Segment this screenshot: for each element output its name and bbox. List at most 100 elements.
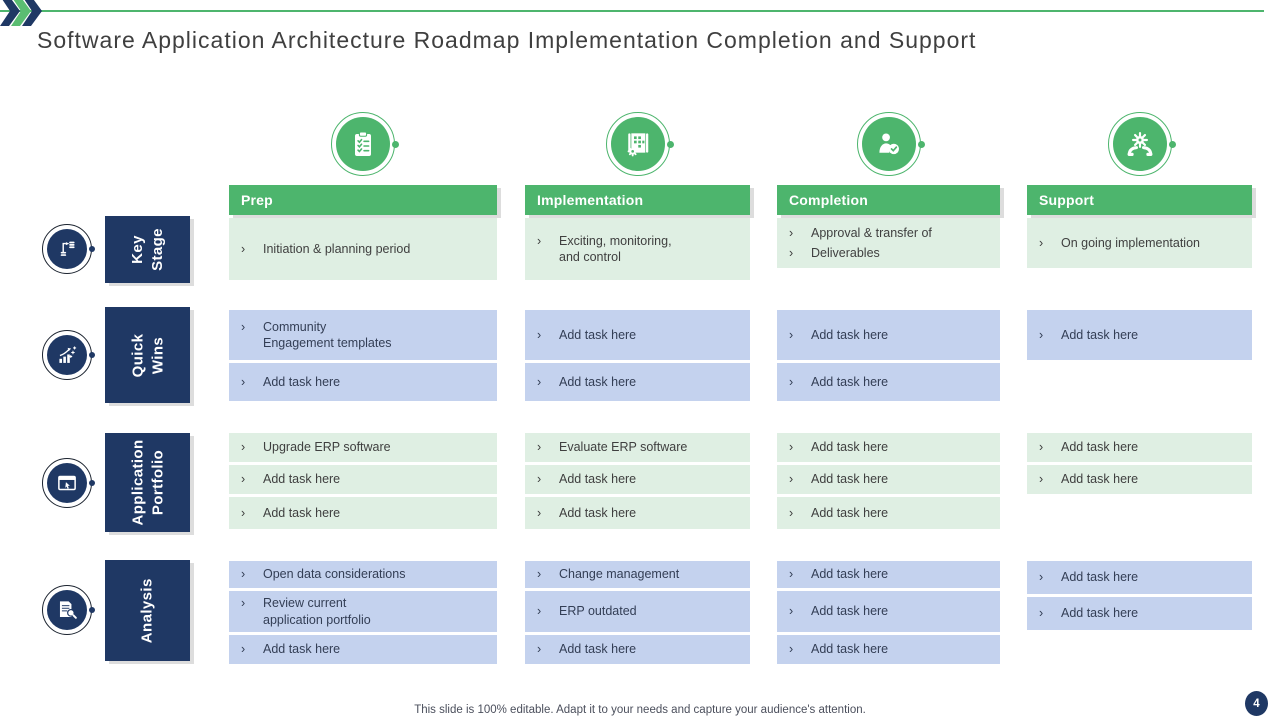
task-text: Add task here [811, 604, 889, 619]
task-text: Add task here [1061, 327, 1139, 342]
page-number-badge: 4 [1245, 691, 1268, 716]
task-text: Open data considerations [263, 567, 406, 582]
task-bullet: ›Exciting, monitoring, and control [537, 233, 742, 266]
task-bullet: ›Add task here [789, 471, 992, 488]
column-header-support: Support [1027, 185, 1252, 215]
task-bullet: ›Add task here [1039, 605, 1244, 622]
task-cell-quick-wins-support-1: › Add task here [1027, 310, 1252, 360]
task-bullet: › Add task here [241, 471, 489, 488]
row-icon-application-portfolio [42, 458, 95, 508]
task-text: Add task here [1061, 472, 1139, 487]
task-bullet: ›Add task here [537, 327, 742, 344]
task-text: Add task here [559, 642, 637, 657]
task-cell-application-portfolio-support-1: › Add task here [1027, 433, 1252, 462]
task-text: Add task here [263, 374, 341, 389]
task-text: ERP outdated [559, 604, 637, 619]
chevron-bullet-icon: › [537, 505, 542, 520]
row-icon-dot [89, 246, 95, 252]
column-icon-dot [917, 140, 925, 148]
row-label-text: Quick Wins [129, 333, 166, 377]
row-icon-dot [89, 352, 95, 358]
task-cell-key-stage-prep-1: ›Initiation & planning period [229, 218, 497, 280]
task-cell-quick-wins-completion-1: › Add task here [777, 310, 1000, 360]
chevron-bullet-icon: › [241, 241, 246, 256]
task-cell-analysis-prep-3: ›Add task here [229, 635, 497, 664]
blueprint-gear-icon [610, 117, 665, 171]
task-bullet: › Add task here [241, 374, 489, 391]
chevron-bullet-icon: › [1039, 440, 1044, 455]
task-cell-analysis-implementation-3: ›Add task here [525, 635, 750, 664]
task-text: Add task here [811, 327, 889, 342]
row-label-application-portfolio: Application Portfolio [105, 433, 190, 532]
task-text: Deliverables [811, 245, 880, 260]
chevron-bullet-icon: › [789, 567, 794, 582]
task-cell-analysis-completion-3: ›Add task here [777, 635, 1000, 664]
column-header-label: Support [1039, 192, 1095, 208]
task-cell-analysis-support-1: ›Add task here [1027, 561, 1252, 594]
task-bullet: › Add task here [537, 471, 742, 488]
row-label-text: Key Stage [128, 228, 166, 271]
task-bullet: › Add task here [789, 603, 992, 620]
task-bullet: › Add task here [241, 505, 489, 522]
task-text: Add task here [1061, 440, 1139, 455]
column-header-label: Implementation [537, 192, 644, 208]
task-bullet: ›Evaluate ERP software [537, 439, 742, 456]
chevron-bullet-icon: › [789, 604, 794, 619]
chevron-bullet-icon: › [241, 505, 246, 520]
column-header-label: Prep [241, 192, 273, 208]
column-icon-completion [856, 112, 925, 176]
task-text: Add task here [263, 505, 341, 520]
chevron-bullet-icon: › [789, 374, 794, 389]
chevron-bullet-icon: › [537, 374, 542, 389]
task-text: Add task here [811, 505, 889, 520]
task-bullet: › Add task here [1039, 471, 1244, 488]
task-bullet: › Add task here [1039, 439, 1244, 456]
chevron-bullet-icon: › [789, 472, 794, 487]
task-text: Review current application portfolio [263, 596, 371, 627]
task-cell-analysis-support-2: ›Add task here [1027, 597, 1252, 630]
chevron-bullet-icon: › [789, 505, 794, 520]
chevron-bullet-icon: › [1039, 472, 1044, 487]
task-bullet: › Add task here [789, 327, 992, 344]
task-text: Add task here [1061, 570, 1139, 585]
page-title: Software Application Architecture Roadma… [37, 27, 977, 53]
person-check-icon [861, 117, 916, 171]
chevron-bullet-icon: › [537, 567, 542, 582]
top-accent-line [0, 10, 1264, 12]
task-text: Evaluate ERP software [559, 440, 688, 455]
column-icon-dot [666, 140, 674, 148]
chevron-bullet-icon: › [789, 226, 794, 240]
task-text: Add task here [263, 472, 341, 487]
task-text: Add task here [811, 567, 889, 582]
column-icon-dot [392, 140, 399, 148]
chevron-bullet-icon: › [241, 596, 246, 610]
column-icon-implementation [605, 112, 674, 176]
chevron-bullet-icon: › [241, 472, 246, 487]
task-bullet: ›Upgrade ERP software [241, 439, 489, 456]
chevron-bullet-icon: › [1039, 327, 1044, 342]
clipboard-icon [336, 117, 390, 171]
row-label-quick-wins: Quick Wins [105, 307, 190, 403]
task-cell-analysis-completion-2: › Add task here [777, 591, 1000, 632]
chevron-bullet-icon: › [241, 374, 246, 389]
document-search-icon [47, 590, 87, 630]
row-label-analysis: Analysis [105, 560, 190, 661]
chevron-bullet-icon: › [789, 327, 794, 342]
row-icon-dot [89, 480, 95, 486]
row-icon-key-stage [42, 224, 95, 274]
task-text: Add task here [559, 505, 637, 520]
task-cell-application-portfolio-prep-2: › Add task here [229, 465, 497, 494]
chevron-bullet-icon: › [537, 472, 542, 487]
task-cell-quick-wins-implementation-1: ›Add task here [525, 310, 750, 360]
task-text: Exciting, monitoring, and control [559, 233, 672, 265]
task-cell-application-portfolio-completion-3: › Add task here [777, 497, 1000, 529]
task-bullet: ›Community Engagement templates [241, 319, 489, 352]
task-text: Approval & transfer of [811, 226, 932, 240]
task-cell-quick-wins-completion-2: ›Add task here [777, 363, 1000, 401]
task-text: Add task here [559, 472, 637, 487]
task-cell-key-stage-completion-1: ›Approval & transfer of›Deliverables [777, 218, 1000, 268]
task-bullet: ›Add task here [789, 641, 992, 658]
task-text: Add task here [559, 374, 637, 389]
task-bullet: ›Open data considerations [241, 566, 489, 583]
task-text: Add task here [559, 327, 637, 342]
